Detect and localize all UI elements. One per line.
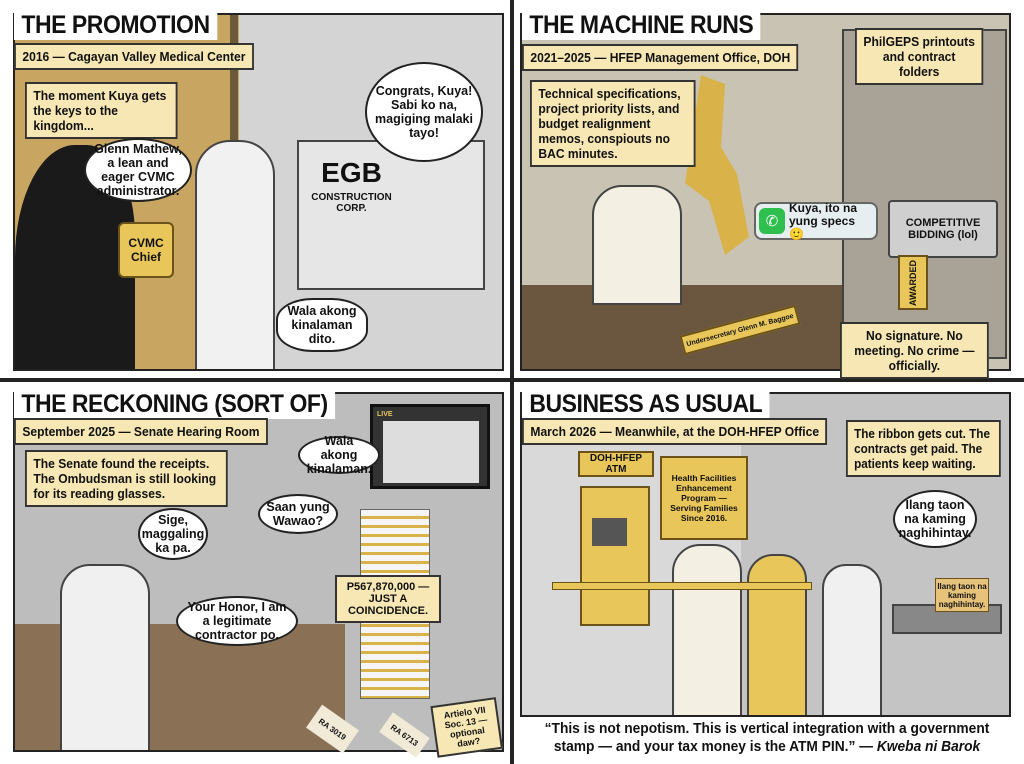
side-caption: PhilGEPS printouts and contract folders (855, 28, 984, 85)
narration-box: The moment Kuya gets the keys to the kin… (25, 82, 178, 139)
chat-message: ✆ Kuya, ito na yung specs 🙂 (754, 200, 878, 241)
truck-subtitle: CONSTRUCTION CORP. (311, 192, 392, 214)
narration-box: The ribbon gets cut. The contracts get p… (846, 420, 1001, 477)
administrator-figure (195, 140, 275, 369)
horizontal-gutter (0, 378, 1024, 382)
quote-text: “This is not nepotism. This is vertical … (544, 721, 990, 755)
narration-box: The Senate found the receipts. The Ombud… (25, 450, 228, 507)
awarded-ribbon: AWARDED (898, 255, 928, 310)
undersecretary-figure (592, 185, 682, 305)
sticky-note: Artielo VII Soc. 13 — optional daw? (430, 697, 503, 758)
atm-machine (580, 486, 650, 626)
desk (522, 285, 892, 369)
award-plaque: CVMC Chief (118, 222, 174, 278)
contractor-figure (747, 554, 807, 715)
protest-sign: Ilang taon na kaming naghihintay. (935, 578, 989, 612)
vertical-gutter (510, 0, 514, 764)
program-plaque: Health Facilities Enhancement Program — … (660, 456, 748, 540)
panel-title: THE PROMOTION (14, 10, 217, 40)
truck: EGB CONSTRUCTION CORP. (297, 140, 485, 290)
official-figure (672, 544, 742, 715)
photographer-figure (822, 564, 882, 715)
panel-title: THE RECKONING (SORT OF) (14, 389, 336, 419)
atm-screen (592, 518, 627, 546)
speech-bubble: Wala akong kinalaman. (298, 434, 380, 476)
thought-bubble: Wala akong kinalaman dito. (276, 298, 368, 352)
narration-box: Technical specifications, project priori… (530, 80, 696, 167)
speech-bubble: Glenn Mathew, a lean and eager CVMC admi… (84, 138, 192, 202)
panel-3-scene: LIVE (13, 392, 504, 752)
bidding-machine-label: COMPETITIVE BIDDING (lol) (888, 200, 998, 258)
amount-label: P567,870,000 — JUST A COINCIDENCE. (335, 575, 441, 623)
truck-brand: EGB (321, 157, 382, 188)
attribution: Kweba ni Barok (876, 739, 981, 755)
ribbon (552, 582, 812, 590)
live-tag: LIVE (377, 411, 393, 418)
panel-title: BUSINESS AS USUAL (522, 389, 770, 419)
tv-screen (383, 421, 479, 483)
panel-caption: 2021–2025 — HFEP Management Office, DOH (522, 44, 799, 71)
whatsapp-icon: ✆ (759, 208, 785, 234)
chat-text: Kuya, ito na yung specs 🙂 (789, 200, 858, 241)
contractor-figure (60, 564, 150, 750)
speech-bubble: Congrats, Kuya! Sabi ko na, magiging mal… (365, 62, 483, 162)
panel-caption: 2016 — Cagayan Valley Medical Center (14, 43, 254, 70)
speech-bubble: Saan yung Wawao? (258, 494, 338, 534)
closing-quote: “This is not nepotism. This is vertical … (534, 720, 1000, 756)
tv-monitor: LIVE (370, 404, 490, 489)
speech-bubble: Sige, maggaling ka pa. (138, 508, 208, 560)
speech-bubble: Your Honor, I am a legitimate contractor… (176, 596, 298, 646)
atm-sign: DOH-HFEP ATM (578, 451, 654, 477)
panel-title: THE MACHINE RUNS (522, 10, 761, 40)
speech-bubble: Ilang taon na kaming naghihintay. (893, 490, 977, 548)
panel-caption: September 2025 — Senate Hearing Room (14, 418, 268, 445)
footer-caption: No signature. No meeting. No crime — off… (840, 322, 989, 379)
panel-caption: March 2026 — Meanwhile, at the DOH-HFEP … (522, 418, 828, 445)
